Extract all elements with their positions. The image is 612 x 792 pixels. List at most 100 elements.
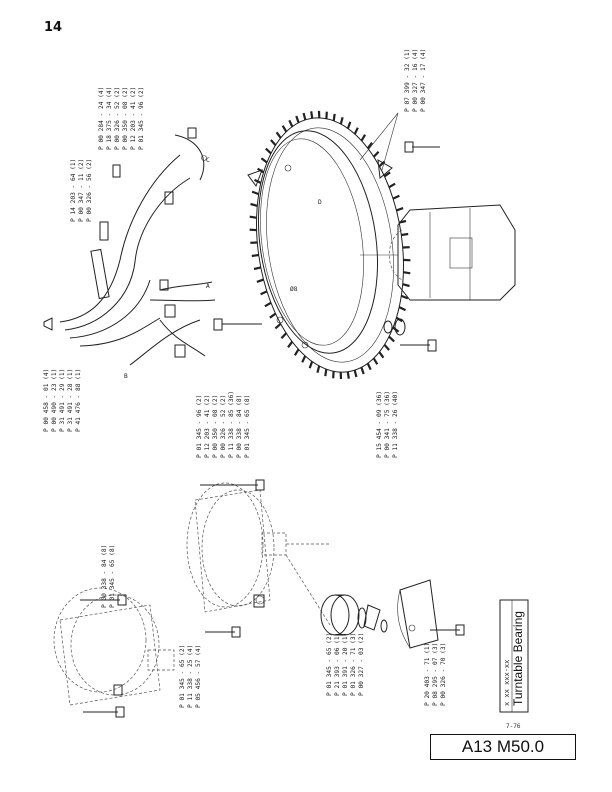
gear-tooth [388, 335, 395, 343]
part-label: P 18 375 - 34 (4) [106, 87, 113, 150]
gear-tooth [308, 361, 314, 369]
gear-tooth [256, 278, 264, 283]
gear-tooth [353, 369, 358, 378]
part-label: P 00 347 - 11 (2) [78, 159, 85, 222]
gear-tooth [383, 344, 390, 351]
marker-c: C [206, 157, 210, 164]
gear-tooth [280, 332, 288, 340]
gear-tooth [346, 121, 352, 129]
gear-tooth [293, 348, 300, 356]
part-label: P 00 350 - 08 (2) [212, 395, 219, 458]
gear-tooth [388, 182, 396, 189]
part-label: P 00 326 - 52 (2) [220, 395, 227, 458]
gear-tooth [295, 115, 300, 123]
gear-tooth [253, 266, 262, 271]
part-label: P 14 203 - 64 (1) [70, 159, 77, 222]
label-group-5: P 01 345 - 96 (2) P 12 203 - 41 (2) P 00… [196, 391, 251, 458]
part-label: P 11 338 - 85 (36) [228, 391, 235, 458]
part-label: P 00 326 - 52 (2) [114, 87, 121, 150]
gear-tooth [372, 150, 380, 158]
hydraulic-lines-drawing: A B C Ø8 D [43, 127, 322, 380]
part-label: P 05 456 - 57 (4) [195, 645, 202, 708]
part-label: P 21 393 - 06 (1) [334, 633, 341, 696]
gear-tooth [270, 139, 277, 146]
gear-tooth [339, 117, 344, 125]
gear-tooth [378, 351, 385, 359]
gear-teeth [249, 110, 411, 380]
gear-tooth [316, 365, 321, 373]
gear-tooth [396, 207, 404, 212]
part-label: P 08 295 - 07 (3) [432, 643, 439, 706]
cover-plate-drawing [397, 579, 465, 649]
gear-tooth [251, 253, 259, 258]
label-group-2: P 14 203 - 64 (1) P 00 347 - 11 (2) P 00… [70, 159, 93, 222]
part-label: P 01 345 - 96 (2) [138, 87, 145, 150]
gear-tooth [403, 271, 411, 275]
part-label: P 00 326 - 70 (3) [440, 643, 447, 706]
gear-tooth [260, 290, 268, 296]
gear-tooth [260, 157, 268, 164]
label-group-1: P 00 284 - 24 (4) P 18 375 - 34 (4) P 00… [98, 87, 145, 150]
label-group-3: P 07 399 - 32 (1) P 00 327 - 16 (4) P 00… [404, 49, 427, 112]
gear-tooth [302, 112, 307, 121]
gear-tooth [366, 142, 373, 149]
footer-date: 7-76 [506, 723, 521, 730]
label-group-8: P 01 345 - 65 (2) P 11 338 - 25 (4) P 05… [179, 645, 202, 708]
gear-tooth [287, 341, 294, 348]
gear-tooth [265, 147, 272, 155]
gear-tooth [264, 301, 272, 308]
part-label: P 00 458 - 01 (4) [43, 369, 50, 432]
swing-gearbox-drawing [186, 479, 331, 626]
part-label: P 01 345 - 65 (2) [326, 633, 333, 696]
gear-tooth [251, 190, 260, 196]
part-label: P 00 490 - 23 (1) [51, 369, 58, 432]
label-group-9: P 01 345 - 65 (2) P 21 393 - 06 (1) P 01… [326, 633, 365, 696]
marker-d8: Ø8 [290, 285, 298, 293]
part-label: P 00 338 - 84 (8) [236, 395, 243, 458]
part-label: P 01 345 - 65 (8) [244, 395, 251, 458]
footer-code: x xx xxx-xx [503, 660, 511, 706]
left-gearbox-drawing [53, 587, 241, 718]
gear-tooth [250, 202, 258, 207]
part-label: P 12 203 - 41 (2) [130, 87, 137, 150]
part-label: P 31 491 - 28 (1) [67, 369, 74, 432]
part-label: P 01 391 - 20 (1) [342, 633, 349, 696]
gear-tooth [346, 371, 350, 379]
gear-tooth [360, 134, 367, 142]
marker-b: B [124, 373, 128, 380]
part-label: P 20 403 - 71 (1) [424, 643, 431, 706]
pinion-drawing [253, 594, 388, 636]
drive-motor-drawing [360, 204, 516, 301]
gear-tooth [402, 283, 410, 288]
part-label: P 15 454 - 09 (36) [376, 391, 383, 458]
part-label: P 12 203 - 41 (2) [204, 395, 211, 458]
gear-tooth [324, 369, 328, 377]
gear-tooth [310, 111, 314, 119]
part-label: P 01 345 - 96 (2) [196, 395, 203, 458]
gear-tooth [288, 119, 294, 128]
gear-tooth [332, 113, 336, 121]
part-label: P 00 326 - 56 (2) [86, 159, 93, 222]
label-group-7: P 00 338 - 84 (8) P 01 345 - 65 (8) [101, 545, 116, 608]
part-label: P 11 338 - 26 (40) [392, 391, 399, 458]
gear-tooth [275, 131, 282, 139]
gear-tooth [269, 312, 277, 319]
footer-title: Turntable Bearing [511, 611, 525, 706]
gear-tooth [366, 362, 372, 371]
gear-tooth [392, 326, 400, 333]
gear-tooth [360, 367, 365, 375]
part-label: P 11 338 - 25 (4) [187, 645, 194, 708]
label-group-4: P 00 458 - 01 (4) P 00 490 - 23 (1) P 31… [43, 369, 82, 432]
turntable-ring-drawing [247, 110, 411, 380]
part-label: P 00 350 - 08 (2) [122, 87, 129, 150]
gear-tooth [249, 215, 257, 219]
part-label: P 01 345 - 65 (2) [179, 645, 186, 708]
part-label: P 41 476 - 88 (1) [75, 369, 82, 432]
marker-a: A [206, 283, 210, 290]
part-label: P 00 327 - 03 (2) [358, 633, 365, 696]
document-code: A13 M50.0 [430, 734, 576, 760]
gear-tooth [392, 194, 400, 200]
part-label: P 31 491 - 29 (1) [59, 369, 66, 432]
